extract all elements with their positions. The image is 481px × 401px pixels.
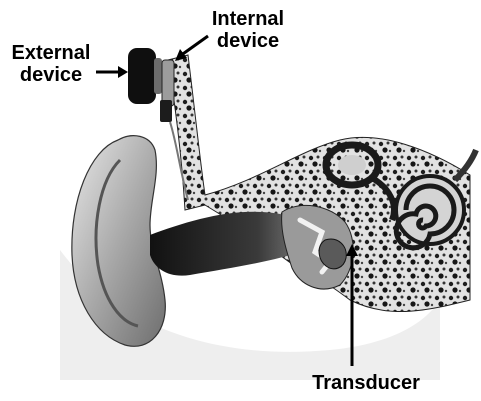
ear-canal [150,212,304,276]
external-device-label: External device [2,42,100,86]
internal-device [162,60,174,106]
external-device-edge [154,58,162,94]
external-arrow-head [118,66,128,78]
transducer-label: Transducer [296,372,436,394]
external-device-label-line2: device [2,64,100,86]
external-device [128,48,156,104]
internal-device-lower [160,100,172,122]
internal-device-label-line1: Internal [193,8,303,30]
internal-device-label: Internal device [193,8,303,52]
internal-device-label-line2: device [193,30,303,52]
transducer-label-text: Transducer [296,372,436,394]
external-device-label-line1: External [2,42,100,64]
